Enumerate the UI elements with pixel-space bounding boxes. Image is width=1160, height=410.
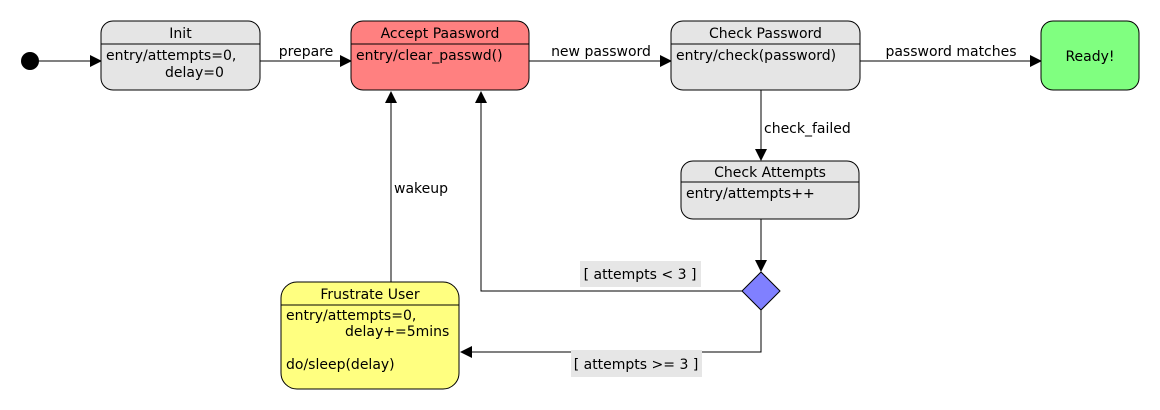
state-init: Init entry/attempts=0, delay=0 — [100, 20, 261, 91]
state-check-attempts-title: Check Attempts — [714, 165, 826, 181]
edge-attempts-lt-3 — [475, 91, 742, 292]
edge-password-matches — [860, 55, 1042, 67]
state-frustrate-entry: entry/attempts=0, — [286, 308, 416, 324]
edge-initial-to-init — [36, 55, 102, 67]
label-password-matches: password matches — [885, 44, 1016, 60]
state-check-attempts: Check Attempts entry/attempts++ — [680, 160, 860, 220]
state-ready: Ready! — [1040, 20, 1140, 91]
edge-new-password — [529, 55, 672, 67]
edge-prepare — [260, 55, 352, 67]
state-check-password: Check Password entry/check(password) — [670, 20, 861, 91]
state-init-entry-cont: delay=0 — [165, 65, 224, 81]
state-ready-title: Ready! — [1065, 49, 1114, 65]
guard-attempts-ge-3: [ attempts >= 3 ] — [574, 357, 699, 373]
choice-node — [741, 271, 781, 311]
state-check-password-title: Check Password — [709, 26, 822, 42]
initial-state — [21, 52, 39, 70]
state-accept-title: Accept Paasword — [381, 26, 500, 42]
state-check-password-entry: entry/check(password) — [676, 48, 836, 64]
edge-wakeup — [385, 91, 397, 282]
edge-attempts-to-choice — [755, 219, 767, 272]
state-init-title: Init — [169, 26, 192, 42]
state-accept-password: Accept Paasword entry/clear_passwd() — [350, 20, 530, 91]
guard-attempts-lt-3: [ attempts < 3 ] — [584, 267, 697, 283]
label-check-failed: check_failed — [764, 121, 851, 137]
state-init-entry: entry/attempts=0, — [106, 48, 236, 64]
state-frustrate-entry-cont: delay+=5mins — [345, 324, 449, 340]
edge-attempts-ge-3 — [460, 310, 762, 358]
label-wakeup: wakeup — [394, 181, 448, 197]
state-frustrate-do: do/sleep(delay) — [286, 357, 395, 373]
label-new-password: new password — [551, 44, 651, 60]
state-check-attempts-entry: entry/attempts++ — [686, 186, 815, 202]
state-accept-entry: entry/clear_passwd() — [356, 48, 503, 64]
state-frustrate-title: Frustrate User — [320, 287, 419, 303]
state-frustrate-user: Frustrate User entry/attempts=0, delay+=… — [280, 281, 460, 390]
edge-check-failed — [755, 90, 767, 161]
label-prepare: prepare — [279, 44, 333, 60]
